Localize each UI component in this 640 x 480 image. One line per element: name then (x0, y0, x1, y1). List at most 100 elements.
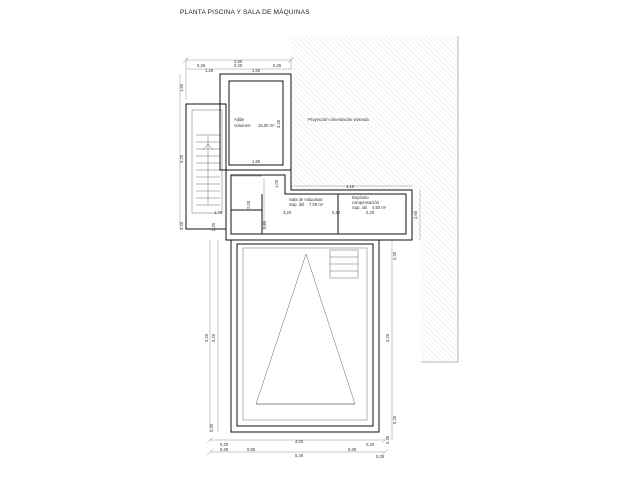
dim-top-e: 0,25 (273, 63, 282, 68)
dim-wall-thin: 0,20 (332, 210, 341, 215)
hatch-line (481, 36, 640, 366)
hatch-line (526, 36, 640, 366)
dim-aljibe-height: 3,20 (276, 119, 281, 128)
hatch-line (440, 36, 458, 362)
hatch-line (491, 36, 640, 366)
hatch-line (291, 36, 447, 362)
hatch-line (295, 36, 458, 362)
hatch-line (291, 36, 458, 362)
dim-bottom-right-a: 0,35 (348, 447, 357, 452)
hatch-line (445, 36, 458, 362)
aljibe-volume-value: 15,00 m³ (258, 123, 275, 128)
hatch-line (400, 36, 458, 362)
hatch-line (496, 36, 640, 366)
hatch-line (365, 36, 458, 362)
hatch-line (501, 36, 640, 366)
sala-maquinas-label: Sala de máquinas (289, 197, 323, 202)
aljibe-volume-label: Volumen: (234, 123, 251, 128)
hatch-line (450, 36, 458, 362)
hatch-line (461, 36, 640, 366)
hatch-line (335, 36, 458, 362)
hatch-line (430, 36, 458, 362)
stair-outer-wall (185, 103, 227, 230)
dim-bottom-total: 5,40 (295, 453, 304, 458)
dim-top-b: 0,25 (197, 63, 206, 68)
pool-steps (329, 249, 359, 279)
machine-room-outer-wall (225, 169, 413, 241)
dim-top-total: 3,90 (234, 59, 243, 64)
hatch-line (340, 36, 458, 362)
hatch-line (420, 36, 458, 362)
hatch-line (320, 36, 458, 362)
hatch-line (291, 36, 458, 362)
hatch-line (350, 36, 458, 362)
hatch-line (291, 36, 458, 362)
hatch-line (616, 36, 640, 366)
hatch-line (596, 36, 640, 366)
hatch-line (380, 36, 458, 362)
hatch-line (601, 36, 640, 366)
dim-top-d: 1,60 (252, 68, 261, 73)
hatch-line (531, 36, 640, 366)
hatch-line (541, 36, 640, 366)
hatch-line (521, 36, 640, 366)
hatch-line (626, 36, 640, 366)
hatch-line (586, 36, 640, 366)
hatch-line (291, 36, 458, 362)
dim-pool-left-b2: 3,20 (211, 333, 216, 342)
hatch-line (551, 36, 640, 366)
dim-pool-left-a: 0,25 (211, 222, 216, 231)
hatch-line (606, 36, 640, 366)
hatch-line (291, 36, 458, 362)
dim-bottom-inner: 4,00 (295, 439, 304, 444)
hatch-line (546, 36, 640, 366)
deposito-area-label: Sup. útil (352, 205, 367, 210)
dim-left-stair-top: 1,60 (179, 83, 184, 92)
dim-right-height: 2,60 (413, 210, 418, 219)
pool-inner-wall (236, 243, 374, 427)
hatch-line (375, 36, 458, 362)
dim-aljibe-bottom: 1,60 (252, 159, 261, 164)
hatch-line (291, 36, 452, 362)
hatch-line (291, 36, 458, 362)
pool-basin (242, 247, 368, 421)
hatch-line (291, 36, 458, 362)
hatch-line (370, 36, 458, 362)
hatch-line (291, 36, 458, 362)
sala-maquinas-area-value: 7,09 m² (309, 202, 324, 207)
hatch-line (291, 36, 432, 362)
hatch-line (291, 36, 458, 362)
deposito-label-2: compensación (352, 200, 380, 205)
dim-pool-left-c: 0,20 (209, 423, 214, 432)
aljibe-label: Aljibe (234, 117, 245, 122)
dim-right-side: 0,25 (385, 435, 390, 444)
sala-maquinas-area-label: Sup. útil (289, 202, 304, 207)
hatch-line (291, 36, 458, 362)
hatch-line (315, 36, 458, 362)
hatch-line (330, 36, 458, 362)
hatch-line (310, 36, 458, 362)
hatch-line (561, 36, 640, 366)
dim-deposito-width: 2,20 (366, 210, 375, 215)
hatch-line (305, 36, 458, 362)
hatch-line (415, 36, 458, 362)
hatch-line (631, 36, 640, 366)
hatch-line (471, 36, 640, 366)
deposito-area-value: 4,50 m² (372, 205, 387, 210)
hatch-line (511, 36, 640, 366)
hatch-line (556, 36, 640, 366)
dimension-lines (179, 58, 421, 453)
hatch-line (536, 36, 640, 366)
hatch-line (355, 36, 458, 362)
dim-pool-right-bottom: 0,25 (392, 415, 397, 424)
hatch-line (455, 36, 458, 362)
dim-right-pool-top: 0,25 (392, 251, 397, 260)
dim-bottom-left-b: 0,25 (220, 447, 229, 452)
hatch-line (566, 36, 640, 366)
dim-pool-length: 3,20 (385, 333, 390, 342)
dim-bottom-left-a: 0,20 (220, 442, 229, 447)
hatch-line (291, 36, 458, 362)
stair-inner-wall (191, 109, 223, 214)
dim-sala-inner: 3,20 (283, 210, 292, 215)
dim-pool-left-b: 3,20 (204, 333, 209, 342)
